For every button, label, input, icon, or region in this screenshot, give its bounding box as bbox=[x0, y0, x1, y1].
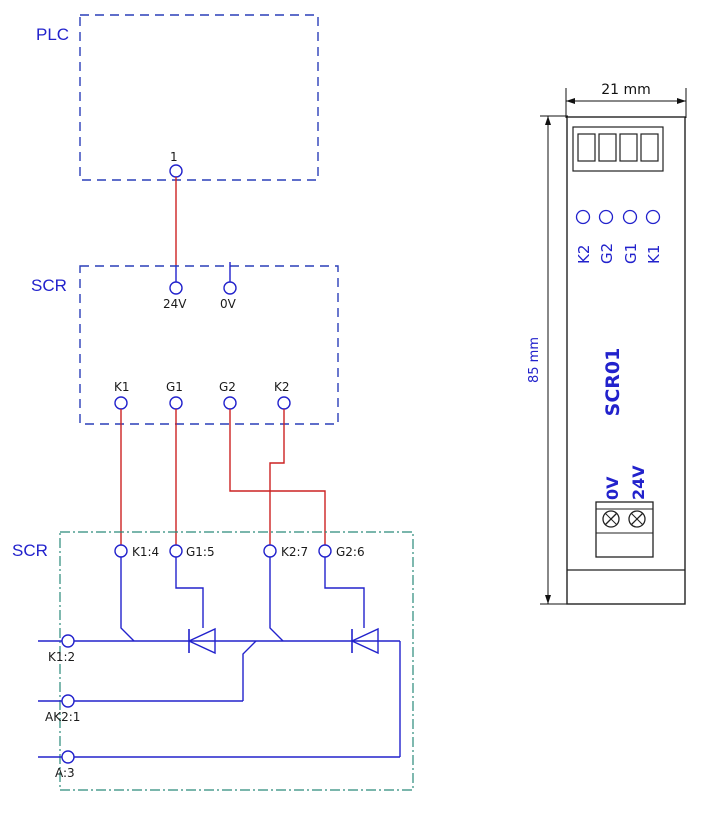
module-terminal-k1-2-label: K1:2 bbox=[48, 650, 75, 664]
width-dim-label: 21 mm bbox=[601, 82, 651, 98]
device-label-g2: G2 bbox=[598, 243, 616, 264]
wire-g1-internal bbox=[175, 557, 204, 628]
led-segment-3 bbox=[619, 133, 638, 162]
thyristor-2 bbox=[350, 627, 379, 655]
plc-label: PLC bbox=[36, 25, 69, 44]
scr-terminal-k1-label: K1 bbox=[114, 380, 130, 394]
led-segment-1 bbox=[577, 133, 596, 162]
device-label-k2: K2 bbox=[575, 245, 593, 264]
device-label-g1: G1 bbox=[622, 243, 640, 264]
device-label-k1: K1 bbox=[645, 245, 663, 264]
plc-terminal-1 bbox=[169, 164, 183, 178]
module-internal-wiring bbox=[38, 557, 401, 758]
module-terminal-k1-4-label: K1:4 bbox=[132, 545, 159, 559]
module-terminal-a-3-label: A:3 bbox=[55, 766, 75, 780]
device-label-0v: 0V bbox=[603, 476, 622, 500]
scr-terminal-k2-label: K2 bbox=[274, 380, 290, 394]
wire-k1-internal bbox=[120, 557, 135, 642]
scr-terminal-g2 bbox=[223, 396, 237, 410]
red-wiring bbox=[120, 409, 326, 545]
module-terminal-k2-7 bbox=[263, 544, 277, 558]
module-terminal-ak2-1 bbox=[61, 694, 75, 708]
module-terminal-a-3 bbox=[61, 750, 75, 764]
screw-terminal-block bbox=[595, 501, 654, 558]
module-terminal-k1-2 bbox=[61, 634, 75, 648]
led-segment-2 bbox=[598, 133, 617, 162]
scr-terminal-24v-label: 24V bbox=[163, 297, 187, 311]
scr-terminal-k1 bbox=[114, 396, 128, 410]
height-dimension: 85 mm bbox=[527, 115, 568, 605]
scr-terminal-g2-label: G2 bbox=[219, 380, 236, 394]
height-dim-label: 85 mm bbox=[527, 337, 542, 383]
led-segment-4 bbox=[640, 133, 659, 162]
wire-k2 bbox=[269, 409, 285, 545]
scr-terminal-24v bbox=[169, 281, 183, 295]
wire-k2-internal bbox=[269, 557, 284, 642]
scr-label: SCR bbox=[31, 276, 67, 295]
plc-block: PLC 1 bbox=[36, 14, 319, 181]
indicator-led-g2 bbox=[598, 209, 614, 225]
device-label-24v: 24V bbox=[629, 465, 648, 500]
module-terminal-ak2-1-label: AK2:1 bbox=[45, 710, 80, 724]
scr-terminal-g1 bbox=[169, 396, 183, 410]
module-terminal-k2-7-label: K2:7 bbox=[281, 545, 308, 559]
scr-terminal-0v-label: 0V bbox=[220, 297, 237, 311]
device-housing bbox=[566, 116, 686, 605]
plc-outline bbox=[79, 14, 319, 181]
indicator-led-k2 bbox=[575, 209, 591, 225]
scr-module-block: SCR K1:4 G1:5 K2:7 G2:6 bbox=[12, 531, 414, 791]
indicator-led-k1 bbox=[645, 209, 661, 225]
scr-control-block: SCR 24V 0V K1 G1 G2 K2 bbox=[31, 262, 339, 425]
module-terminal-g1-5-label: G1:5 bbox=[186, 545, 215, 559]
thyristor-1 bbox=[187, 627, 216, 655]
module-terminal-g2-6-label: G2:6 bbox=[336, 545, 365, 559]
module-terminal-g1-5 bbox=[169, 544, 183, 558]
plc-terminal-1-label: 1 bbox=[170, 150, 178, 164]
wire-g2 bbox=[229, 409, 326, 545]
scr-module-label: SCR bbox=[12, 541, 48, 560]
scr-terminal-0v bbox=[223, 281, 237, 295]
module-terminal-k1-4 bbox=[114, 544, 128, 558]
scr-terminal-g1-label: G1 bbox=[166, 380, 183, 394]
wire-ak2-branch bbox=[242, 640, 257, 701]
wire-g2-internal bbox=[324, 557, 365, 628]
scr-module-outline bbox=[59, 531, 414, 791]
device-drawing: 21 mm 85 mm K2 G2 G1 K1 SCR01 bbox=[527, 82, 687, 605]
scr-outline bbox=[79, 265, 339, 425]
device-model-name: SCR01 bbox=[602, 348, 624, 417]
scr-terminal-k2 bbox=[277, 396, 291, 410]
width-dimension: 21 mm bbox=[565, 82, 687, 118]
indicator-led-g1 bbox=[622, 209, 638, 225]
module-terminal-g2-6 bbox=[318, 544, 332, 558]
